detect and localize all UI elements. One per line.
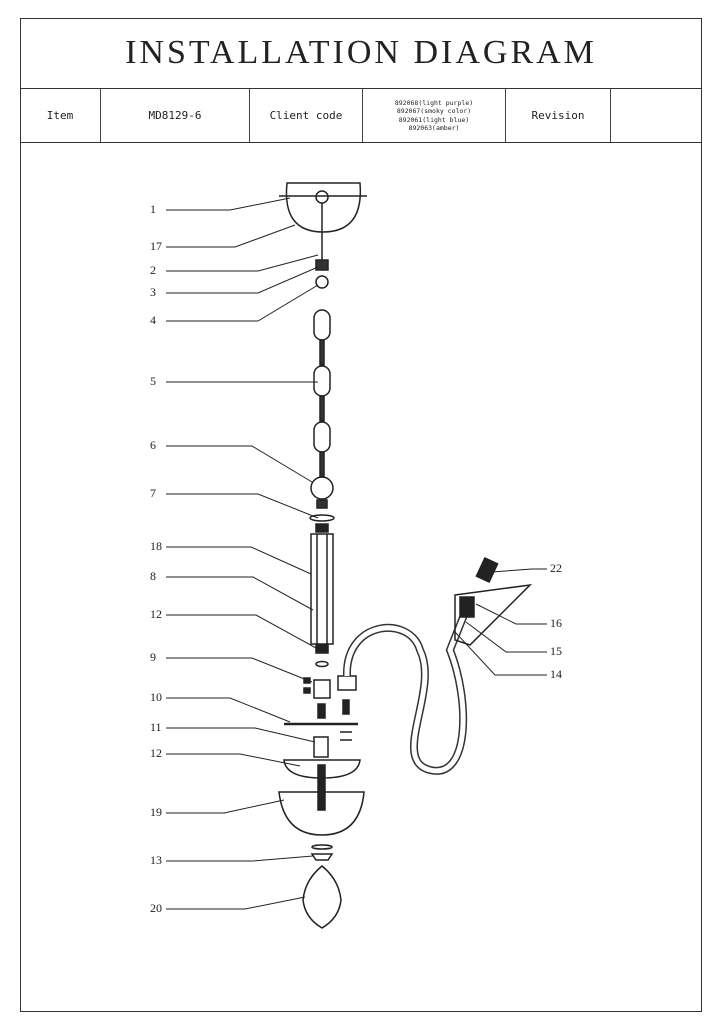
callout-number: 17 bbox=[150, 239, 162, 253]
callout-number: 6 bbox=[150, 438, 156, 452]
page-frame bbox=[20, 18, 702, 1012]
callout-number: 1 bbox=[150, 202, 156, 216]
callout-number: 12 bbox=[150, 746, 162, 760]
leader-line bbox=[166, 727, 316, 743]
callout-number: 4 bbox=[150, 313, 156, 327]
leader-line bbox=[166, 576, 314, 611]
client-code: 892061(light blue) bbox=[398, 115, 470, 124]
chain-ring bbox=[310, 476, 334, 500]
socket bbox=[313, 736, 329, 758]
callout-number: 14 bbox=[550, 667, 562, 681]
leader-line bbox=[475, 603, 547, 625]
plug bbox=[454, 583, 533, 646]
leader-line bbox=[491, 568, 547, 573]
callout-number: 13 bbox=[150, 853, 162, 867]
item-label: Item bbox=[20, 89, 101, 142]
nut bbox=[315, 259, 329, 271]
callout-number: 5 bbox=[150, 374, 156, 388]
header-table: Item MD8129-6 Client code 892068(light p… bbox=[20, 89, 702, 143]
callout-number: 22 bbox=[550, 561, 562, 575]
shade bbox=[278, 791, 365, 836]
client-code: 892063(amber) bbox=[408, 124, 460, 132]
chain bbox=[313, 309, 331, 478]
leader-line bbox=[166, 753, 301, 767]
client-codes: 892068(light purple) 892067(smoky color)… bbox=[363, 89, 506, 142]
washer bbox=[309, 514, 335, 522]
client-code: 892068(light purple) bbox=[394, 98, 474, 107]
callout-number: 12 bbox=[150, 607, 162, 621]
callout-number: 18 bbox=[150, 539, 162, 553]
leader-line bbox=[166, 697, 291, 723]
callout-number: 3 bbox=[150, 285, 156, 299]
callout-number: 8 bbox=[150, 569, 156, 583]
leader-line bbox=[166, 284, 319, 322]
ceiling-canopy bbox=[285, 182, 362, 233]
leader-line bbox=[454, 631, 547, 676]
callout-number: 2 bbox=[150, 263, 156, 277]
junction-box bbox=[313, 679, 331, 699]
callout-number: 9 bbox=[150, 650, 156, 664]
switch bbox=[459, 596, 475, 618]
leader-line bbox=[166, 546, 312, 575]
client-code-label: Client code bbox=[250, 89, 363, 142]
callout-number: 11 bbox=[150, 720, 162, 734]
leader-line bbox=[166, 614, 317, 649]
glass-tube bbox=[310, 533, 334, 645]
leader-line bbox=[166, 197, 291, 211]
callout-number: 7 bbox=[150, 486, 156, 500]
revision-label: Revision bbox=[506, 89, 611, 142]
client-code: 892067(smoky color) bbox=[396, 107, 472, 115]
leader-line bbox=[166, 445, 313, 483]
leader-line bbox=[166, 799, 285, 814]
leader-line bbox=[465, 621, 547, 653]
plug-pins bbox=[475, 556, 499, 584]
leader-line bbox=[166, 896, 306, 910]
s-hook bbox=[315, 275, 329, 289]
callout-number: 19 bbox=[150, 805, 162, 819]
power-cord bbox=[337, 598, 474, 775]
page-title: INSTALLATION DIAGRAM bbox=[20, 18, 702, 89]
callout-number: 16 bbox=[550, 616, 562, 630]
bulb bbox=[302, 865, 342, 929]
item-value: MD8129-6 bbox=[101, 89, 250, 142]
leader-line bbox=[166, 493, 319, 519]
leader-line bbox=[166, 657, 313, 683]
callout-number: 10 bbox=[150, 690, 162, 704]
callout-number: 20 bbox=[150, 901, 162, 915]
leader-line bbox=[166, 224, 296, 248]
leader-line bbox=[166, 855, 314, 862]
leader-line bbox=[166, 254, 319, 272]
callout-number: 15 bbox=[550, 644, 562, 658]
leader-line bbox=[166, 266, 319, 294]
